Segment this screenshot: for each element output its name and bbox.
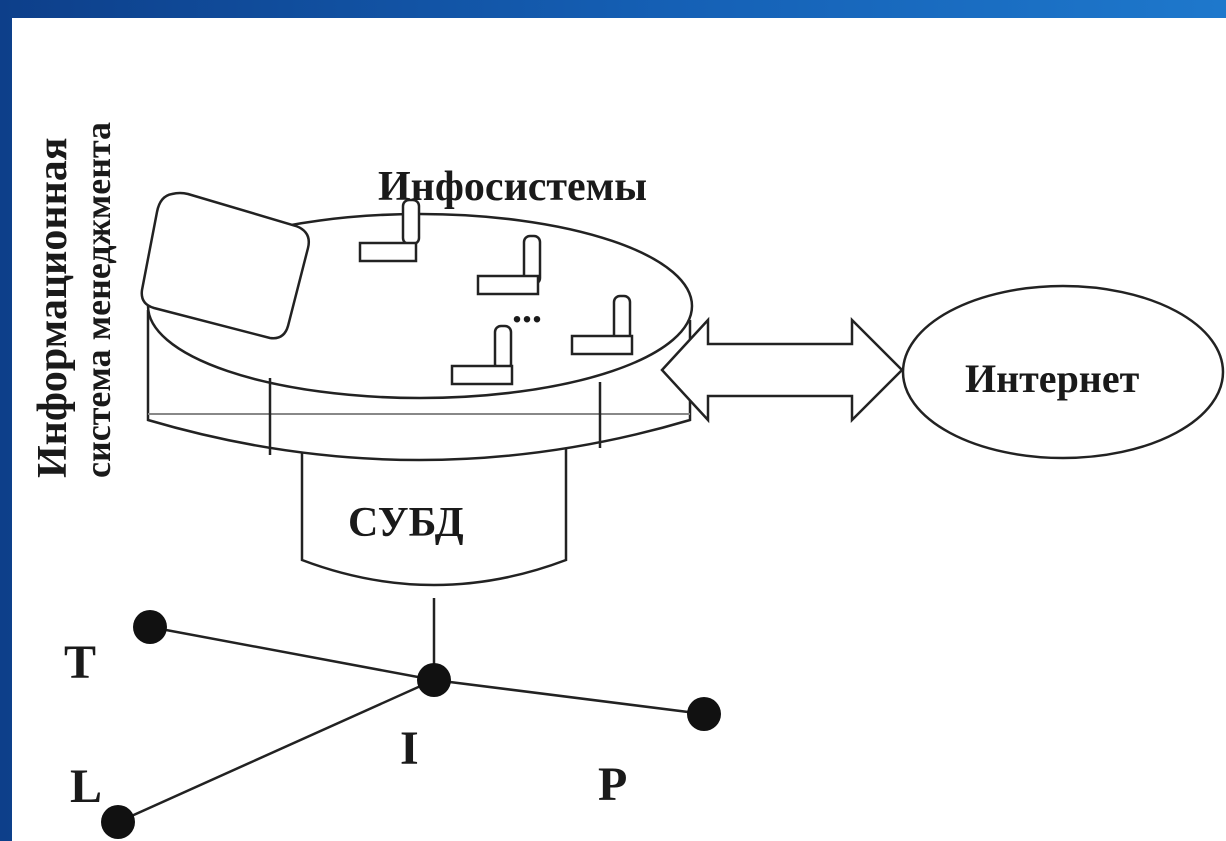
node-label-i: I <box>400 722 419 775</box>
infosystem-block <box>358 198 421 263</box>
internet-node <box>901 284 1225 460</box>
infosystem-blocks <box>358 198 634 386</box>
vertical-label-line2: система менеджмента <box>78 122 118 478</box>
dbms-label: СУБД <box>348 500 464 546</box>
dbms-cylinder <box>300 438 568 587</box>
node-i <box>417 663 451 697</box>
infosystem-block <box>570 294 634 356</box>
vertical-label-line1: Информационная <box>30 138 76 479</box>
infosystems-label: Инфосистемы <box>378 164 647 210</box>
ellipsis-dots: ... <box>512 286 542 331</box>
node-label-l: L <box>70 760 102 813</box>
vertical-title: Информационная система менеджмента <box>30 122 118 478</box>
internet-label: Интернет <box>965 356 1140 401</box>
infosystem-block <box>476 234 542 296</box>
graph-nodes <box>101 610 721 839</box>
bidirectional-arrow <box>660 316 904 424</box>
monitor-icon <box>140 191 310 340</box>
node-l <box>101 805 135 839</box>
node-label-p: P <box>598 758 627 811</box>
infosystem-block <box>450 324 514 386</box>
node-p <box>687 697 721 731</box>
node-t <box>133 610 167 644</box>
node-label-t: T <box>64 636 96 689</box>
